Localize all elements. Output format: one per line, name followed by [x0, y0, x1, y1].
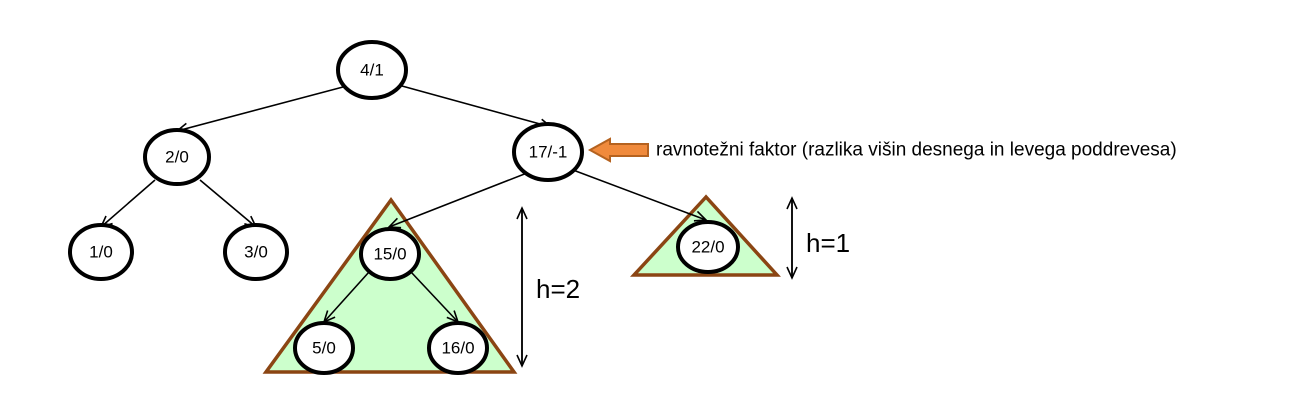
edge-15-16 [410, 271, 460, 324]
node-label: 5/0 [312, 339, 336, 358]
tree-node-22: 22/0 [676, 220, 740, 274]
left-pointer-arrow-icon [587, 137, 649, 163]
tree-node-root: 4/1 [336, 40, 408, 100]
tree-node-1: 1/0 [68, 223, 134, 281]
edge-17-15 [387, 172, 528, 229]
edge-4-17 [401, 85, 553, 130]
balance-factor-annotation: ravnotežni faktor (razlika višin desnega… [656, 140, 1177, 161]
right-height-label: h=1 [806, 228, 850, 258]
node-label: 16/0 [441, 339, 474, 358]
edge-17-22 [572, 169, 708, 222]
node-label: 2/0 [165, 148, 189, 167]
edge-2-1 [99, 179, 156, 229]
node-label: 22/0 [691, 238, 724, 257]
tree-node-15: 15/0 [359, 227, 421, 281]
left-height-label: h=2 [536, 274, 580, 304]
edge-15-5 [322, 271, 370, 324]
tree-node-2: 2/0 [143, 128, 211, 186]
node-label: 15/0 [373, 245, 406, 264]
node-label: 17/-1 [529, 143, 568, 162]
edge-2-3 [199, 179, 258, 229]
node-label: 1/0 [89, 243, 113, 262]
node-label: 4/1 [360, 61, 384, 80]
tree-node-16: 16/0 [427, 321, 489, 375]
node-label: 3/0 [244, 243, 268, 262]
tree-node-3: 3/0 [223, 223, 289, 281]
tree-node-17: 17/-1 [512, 122, 584, 182]
edge-4-2 [175, 86, 344, 134]
tree-node-5: 5/0 [293, 321, 355, 375]
